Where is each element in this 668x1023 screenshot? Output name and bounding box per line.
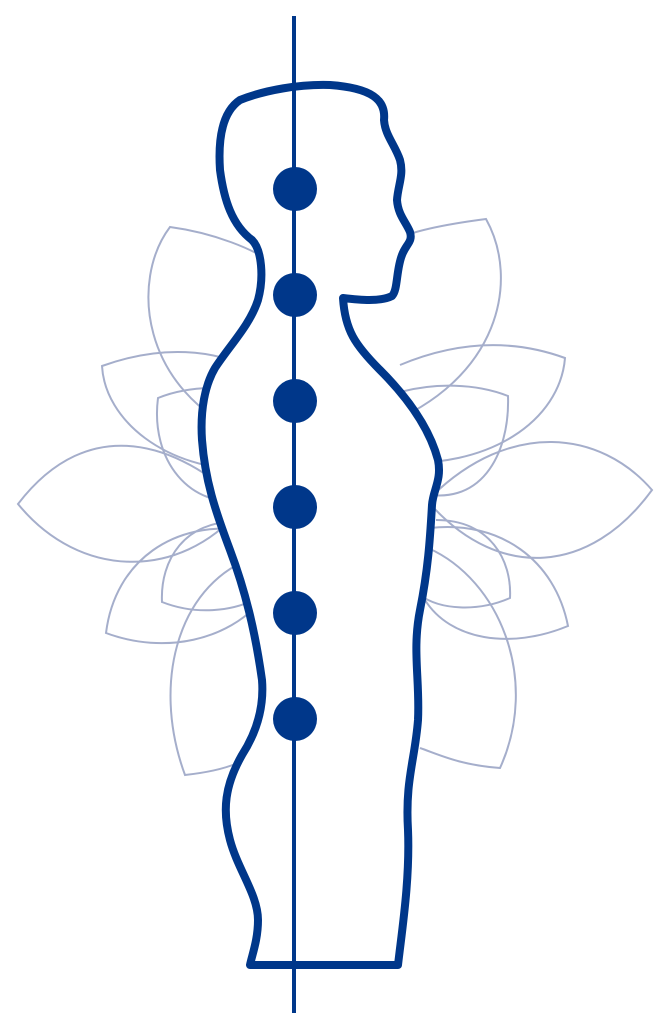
- lotus-petal: [399, 384, 510, 497]
- lotus-petal: [160, 520, 259, 612]
- chakra-points: [273, 167, 317, 741]
- chakra-point: [273, 167, 317, 211]
- chakra-point: [273, 485, 317, 529]
- chakra-point: [273, 379, 317, 423]
- lotus-petal: [389, 344, 567, 464]
- lotus-petal: [104, 527, 263, 645]
- lotus-petal: [16, 444, 241, 563]
- lotus-petal: [100, 350, 259, 471]
- body-fill: [201, 84, 440, 966]
- body-silhouette-outline: [197, 80, 443, 969]
- lotus-petal: [424, 526, 570, 640]
- lotus-petal: [419, 547, 517, 770]
- chakra-point: [273, 273, 317, 317]
- lotus-petal: [381, 217, 502, 427]
- lotus-petal: [431, 441, 654, 559]
- chakra-point: [273, 591, 317, 635]
- chakra-point: [273, 697, 317, 741]
- lotus-petal: [419, 519, 512, 609]
